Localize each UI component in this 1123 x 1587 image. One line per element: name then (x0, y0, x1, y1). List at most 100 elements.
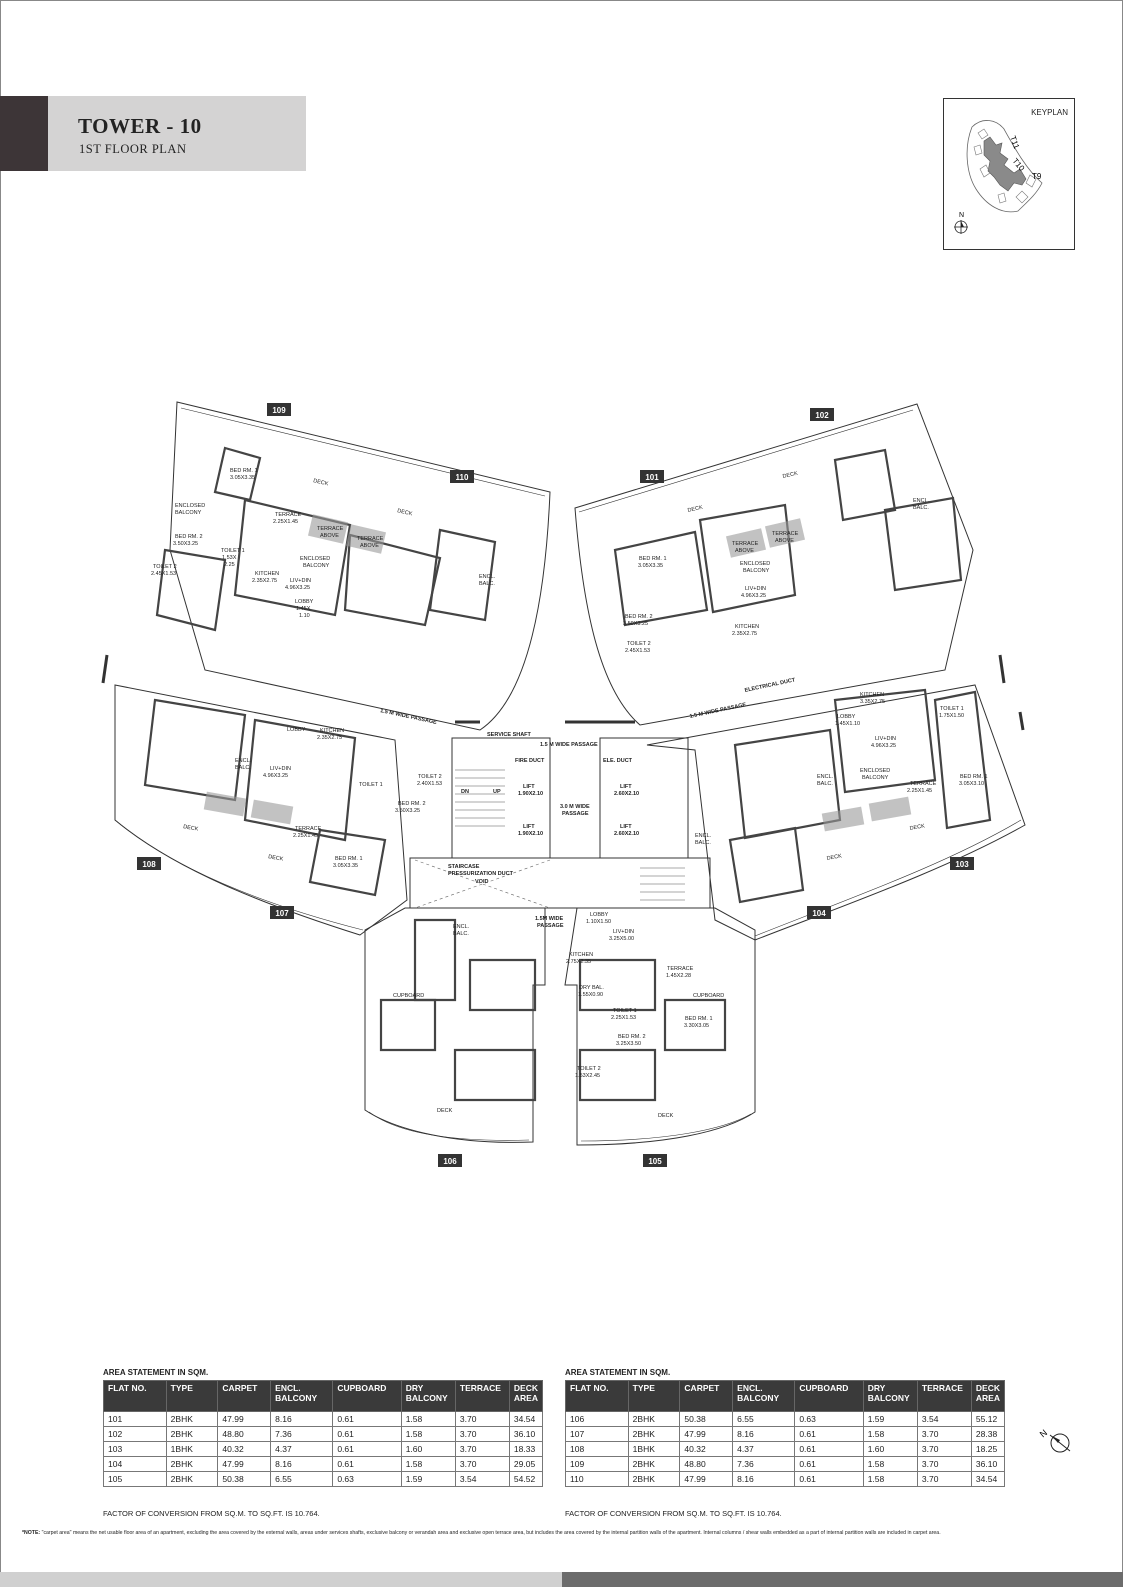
room-size: 1.10 (299, 613, 310, 619)
table-cell: 2BHK (165, 1426, 219, 1442)
col-type: TYPE (627, 1380, 681, 1412)
room-size: 2.25X1.45 (293, 833, 318, 839)
room-liv-din: LIV+DIN (290, 578, 311, 584)
room-toilet-2: TOILET 2 (577, 1066, 601, 1072)
table-cell: 2BHK (165, 1471, 219, 1487)
area-statement-left-factor: FACTOR OF CONVERSION FROM SQ.M. TO SQ.FT… (103, 1509, 320, 1518)
table-cell: 40.32 (217, 1441, 272, 1457)
table-cell: 36.10 (508, 1426, 544, 1442)
room-encl: ENCL. (235, 758, 252, 764)
table-cell: 105 (103, 1471, 167, 1487)
table-cell: 3.54 (916, 1411, 972, 1427)
north-arrow-icon: N (1038, 1425, 1074, 1466)
room-bed-rm-1: BED RM. 1 (960, 774, 988, 780)
room-terrace-above: TERRACE (357, 536, 384, 542)
room-lobby: LOBBY (837, 714, 856, 720)
room-deck: DECK (826, 853, 842, 862)
room-balcony: BALCONY (862, 775, 889, 781)
room-balc: BALC. (235, 765, 251, 771)
table-cell: 2BHK (627, 1471, 681, 1487)
floor-plan: 109 110 101 102 108 107 104 103 106 105 … (85, 400, 1045, 1195)
room-deck: DECK (313, 478, 330, 487)
room-terrace: TERRACE (667, 966, 694, 972)
room-bed-rm-2: BED RM. 2 (625, 614, 653, 620)
note-text: "carpet area" means the net usable floor… (40, 1530, 941, 1536)
col-cupboard: CUPBOARD (794, 1380, 864, 1412)
room-size: 3.25X3.50 (616, 1041, 641, 1047)
bottom-passage-label: 1.5M WIDE (535, 916, 563, 922)
top-passage-label: 1.5 M WIDE PASSAGE (540, 742, 598, 748)
page-subtitle: 1ST FLOOR PLAN (79, 142, 187, 156)
room-size: 2.25X1.53 (611, 1015, 636, 1021)
carpet-area-note: *NOTE: "carpet area" means the net usabl… (22, 1530, 1102, 1536)
room-balc: BALC. (695, 840, 711, 846)
table-cell: 47.99 (217, 1456, 272, 1472)
room-bed-rm-1: BED RM. 1 (230, 468, 258, 474)
col-terrace: TERRACE (916, 1380, 972, 1412)
table-cell: 28.38 (970, 1426, 1006, 1442)
room-deck: DECK (183, 824, 199, 833)
table-cell: 3.70 (916, 1456, 972, 1472)
stair-up-label: UP (493, 789, 501, 795)
room-above: ABOVE (320, 533, 339, 539)
room-above: ABOVE (360, 543, 379, 549)
keyplan-label: KEYPLAN (1031, 108, 1068, 117)
table-cell: 1.58 (400, 1456, 456, 1472)
wide-passage-label-2: PASSAGE (562, 811, 589, 817)
flat-tag-108: 108 (142, 860, 156, 869)
room-enclosed: ENCLOSED (860, 768, 890, 774)
table-cell: 0.63 (794, 1411, 864, 1427)
lift-2-size: 1.90X2.10 (518, 831, 543, 837)
table-cell: 3.70 (454, 1411, 510, 1427)
lift-1-size: 1.90X2.10 (518, 791, 543, 797)
room-encl: ENCL. (479, 574, 496, 580)
table-cell: 0.61 (794, 1426, 864, 1442)
table-cell: 1.58 (862, 1456, 918, 1472)
lift-3-size: 2.60X2.10 (614, 791, 639, 797)
table-cell: 109 (565, 1456, 629, 1472)
room-size: 3.30X3.05 (684, 1023, 709, 1029)
flat-tag-109: 109 (272, 406, 286, 415)
room-size: 3.25X5.00 (609, 936, 634, 942)
lift-4-size: 2.60X2.10 (614, 831, 639, 837)
area-statement-right-title: AREA STATEMENT IN SQM. (565, 1368, 671, 1377)
table-cell: 0.63 (332, 1471, 402, 1487)
table-cell: 18.33 (508, 1441, 544, 1457)
room-deck: DECK (909, 823, 925, 832)
table-cell: 48.80 (679, 1456, 734, 1472)
room-encl: ENCL. (817, 774, 834, 780)
col-dry-balcony: DRY BALCONY (862, 1380, 918, 1412)
room-deck: DECK (268, 854, 284, 863)
table-cell: 7.36 (270, 1426, 334, 1442)
room-size: 3.05X3.35 (638, 563, 663, 569)
table-cell: 3.54 (454, 1471, 510, 1487)
col-deck-area: DECK AREA (970, 1380, 1006, 1412)
flat-tag-107: 107 (275, 909, 289, 918)
room-deck: DECK (397, 508, 414, 517)
page-title: TOWER - 10 (78, 114, 202, 138)
room-size: 1.45X2.28 (666, 973, 691, 979)
room-kitchen: KITCHEN (569, 952, 593, 958)
table-cell: 1.58 (400, 1411, 456, 1427)
room-size: 2.35X2.75 (317, 735, 342, 741)
room-kitchen: KITCHEN (320, 728, 344, 734)
table-cell: 47.99 (679, 1426, 734, 1442)
room-lobby: LOBBY (287, 727, 306, 733)
table-cell: 7.36 (732, 1456, 796, 1472)
lift-3-label: LIFT (620, 784, 632, 790)
keyplan-tower-t11: T11 (1008, 135, 1021, 151)
table-cell: 6.55 (732, 1411, 796, 1427)
table-cell: 1.60 (400, 1441, 456, 1457)
fire-duct-label: FIRE DUCT (515, 758, 545, 764)
room-size: 4.96X3.25 (285, 585, 310, 591)
room-size: 3.35X2.75 (860, 699, 885, 705)
col-flat-no: FLAT NO. (565, 1380, 629, 1412)
flat-tag-102: 102 (815, 411, 829, 420)
room-bed-rm-2: BED RM. 2 (618, 1034, 646, 1040)
table-cell: 3.70 (916, 1471, 972, 1487)
wide-passage-label: 3.0 M WIDE (560, 804, 590, 810)
room-above: ABOVE (735, 548, 754, 554)
room-size: 3.50X3.25 (173, 541, 198, 547)
